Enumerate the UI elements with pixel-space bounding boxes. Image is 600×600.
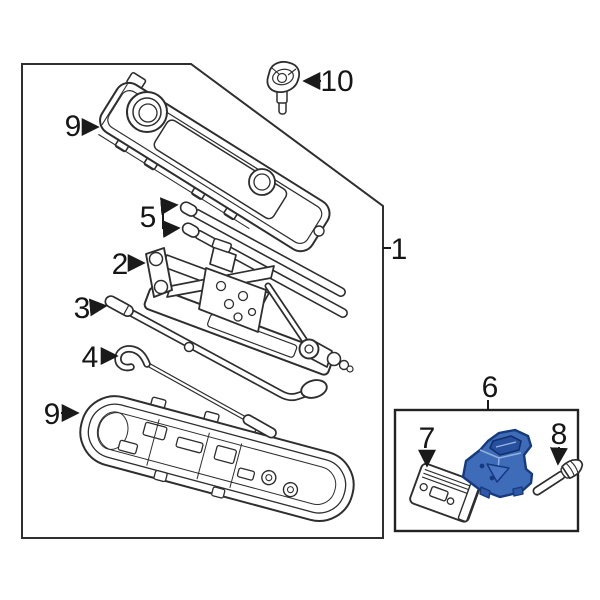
hook-rod xyxy=(114,345,277,439)
callout-5[interactable]: 5 xyxy=(140,201,157,234)
retainer-plate xyxy=(409,462,481,523)
leader-5a xyxy=(160,197,179,216)
callout-labels: 9 10 5 2 3 4 9 1 6 7 8 xyxy=(44,65,568,455)
callout-8[interactable]: 8 xyxy=(551,418,568,451)
leader-3 xyxy=(88,298,108,317)
jack-bracket-highlighted xyxy=(461,428,534,499)
callout-4[interactable]: 4 xyxy=(82,341,99,374)
jack-handle-rod xyxy=(104,295,328,402)
scissor-jack xyxy=(143,238,354,376)
jack-tray xyxy=(79,395,355,522)
callout-6[interactable]: 6 xyxy=(482,371,499,404)
callout-9-bottom[interactable]: 9 xyxy=(44,398,61,431)
callout-3[interactable]: 3 xyxy=(74,292,91,325)
jack-cover xyxy=(98,72,331,253)
callout-10[interactable]: 10 xyxy=(320,65,353,98)
mounting-bolt xyxy=(532,458,584,496)
callout-leaders xyxy=(61,72,568,468)
callout-7[interactable]: 7 xyxy=(419,422,436,455)
bracket-kit-inset xyxy=(393,408,584,533)
leader-8 xyxy=(549,446,568,466)
assembly-outline-box xyxy=(21,63,384,539)
wing-bolt xyxy=(266,60,301,115)
callout-1[interactable]: 1 xyxy=(391,233,408,266)
leader-5b xyxy=(162,220,181,238)
callout-2[interactable]: 2 xyxy=(112,248,129,281)
callout-9-top[interactable]: 9 xyxy=(65,110,82,143)
